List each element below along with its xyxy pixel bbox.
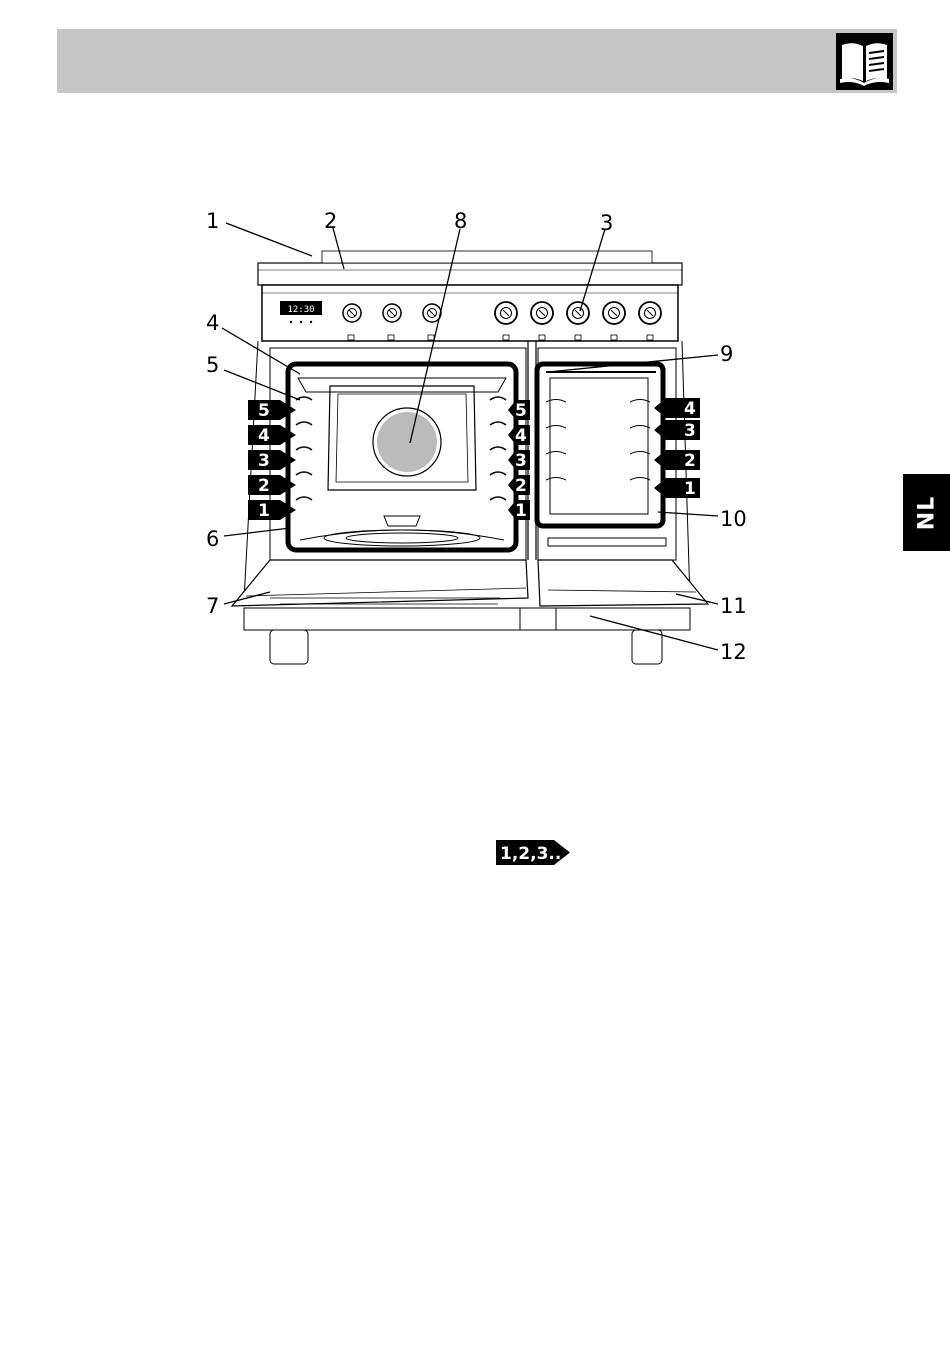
left-shelf-label: 1 bbox=[258, 501, 270, 521]
callout-11: 11 bbox=[720, 594, 747, 618]
left-inner-shelf-label: 2 bbox=[515, 476, 527, 496]
left-inner-shelf-label: 3 bbox=[515, 451, 527, 471]
right-shelf-label: 4 bbox=[684, 399, 696, 419]
clock-display: 12:30 bbox=[287, 305, 314, 315]
callout-1: 1 bbox=[206, 209, 219, 233]
cooker-diagram: 12:30 bbox=[0, 0, 950, 700]
left-shelf-label: 3 bbox=[258, 451, 270, 471]
sequence-badge: 1,2,3.. bbox=[496, 840, 570, 865]
callout-10: 10 bbox=[720, 507, 747, 531]
right-shelf-label: 3 bbox=[684, 421, 696, 441]
left-inner-shelf-label: 4 bbox=[515, 426, 527, 446]
left-shelf-label: 2 bbox=[258, 476, 270, 496]
callout-8: 8 bbox=[454, 209, 467, 233]
left-inner-shelf-label: 1 bbox=[515, 501, 527, 521]
callout-9: 9 bbox=[720, 342, 733, 366]
callout-6: 6 bbox=[206, 527, 219, 551]
callout-4: 4 bbox=[206, 311, 219, 335]
callout-7: 7 bbox=[206, 594, 219, 618]
callout-5: 5 bbox=[206, 353, 219, 377]
left-shelf-label: 4 bbox=[258, 426, 270, 446]
right-shelf-label: 1 bbox=[684, 479, 696, 499]
callout-12: 12 bbox=[720, 640, 747, 664]
left-shelf-label: 5 bbox=[258, 401, 270, 421]
left-inner-shelf-label: 5 bbox=[515, 401, 527, 421]
callout-3: 3 bbox=[600, 211, 613, 235]
callout-2: 2 bbox=[324, 209, 337, 233]
sequence-badge-label: 1,2,3.. bbox=[500, 844, 561, 864]
right-shelf-label: 2 bbox=[684, 451, 696, 471]
